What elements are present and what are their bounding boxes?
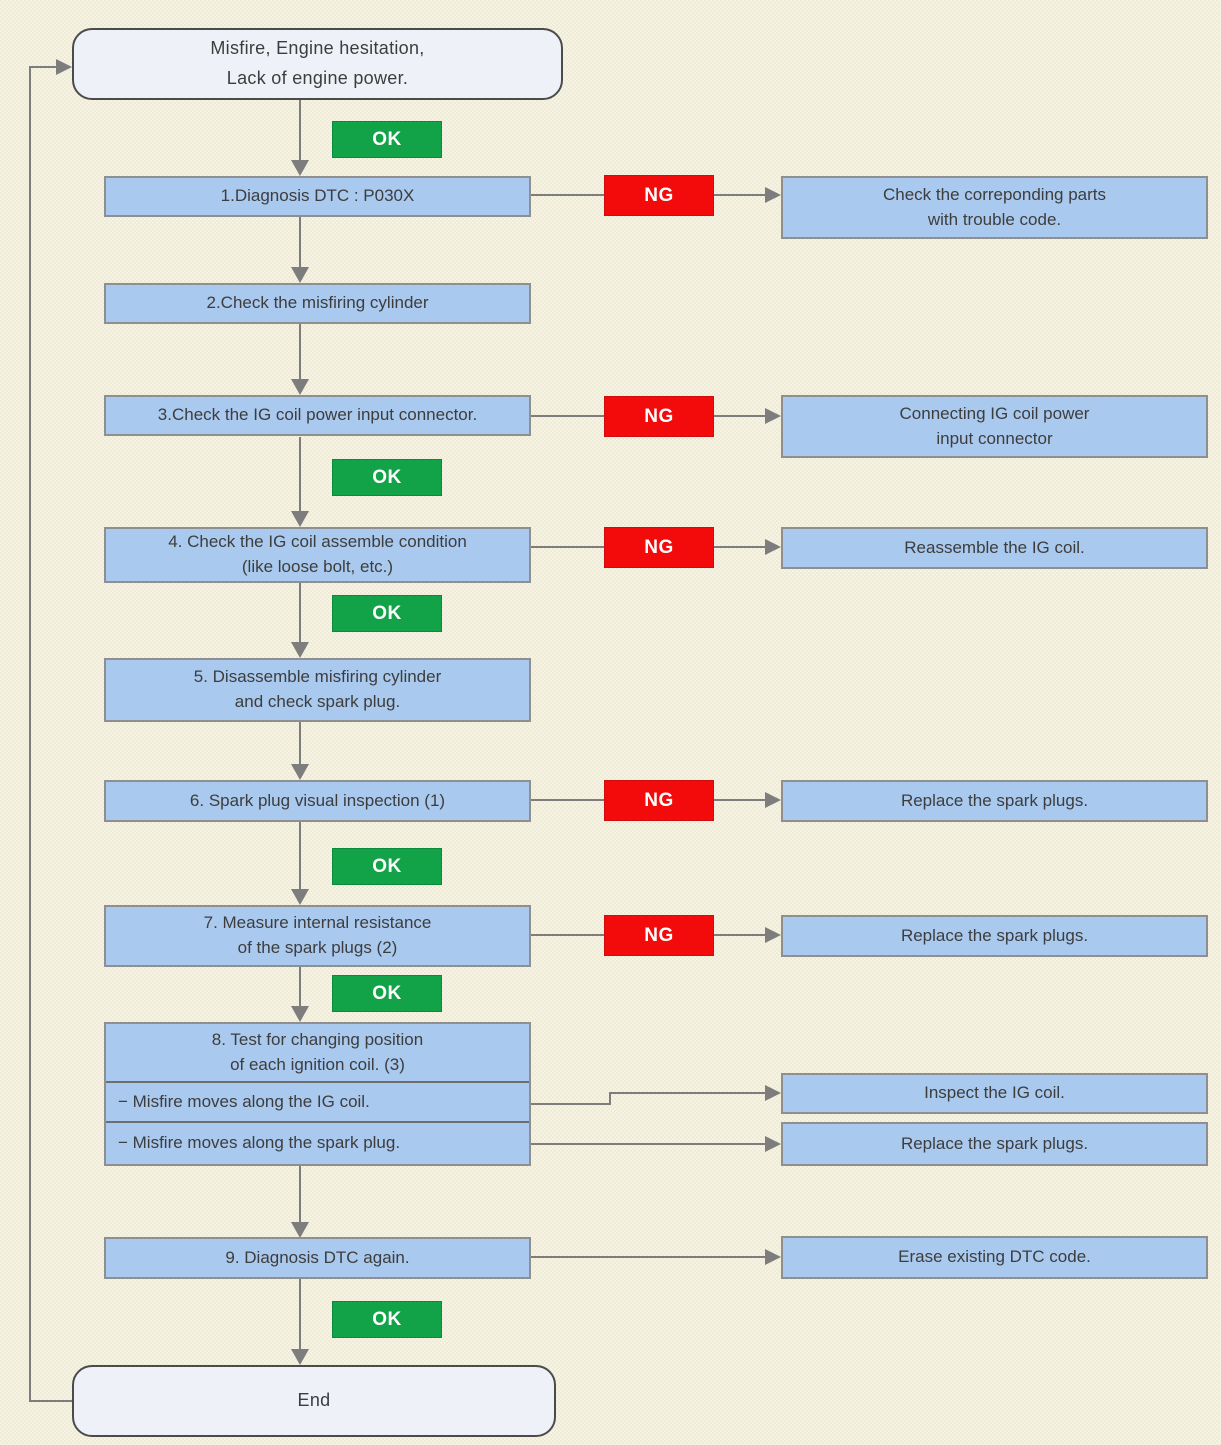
process-step-9: 9. Diagnosis DTC again. [104, 1237, 531, 1279]
connector-line [714, 415, 765, 417]
process-step-8: 8. Test for changing position of each ig… [104, 1022, 531, 1166]
process-step-7: 7. Measure internal resistance of the sp… [104, 905, 531, 967]
arrowhead-right-icon [765, 408, 781, 424]
connector-line [714, 194, 765, 196]
connector-line [299, 1166, 301, 1224]
arrowhead-down-icon [291, 267, 309, 283]
action-reassemble-ig-coil: Reassemble the IG coil. [781, 527, 1208, 569]
arrowhead-down-icon [291, 642, 309, 658]
action-connect-ig-coil-power: Connecting IG coil power input connector [781, 395, 1208, 458]
arrowhead-down-icon [291, 511, 309, 527]
action-replace-spark-plugs-1: Replace the spark plugs. [781, 780, 1208, 822]
arrowhead-right-icon [765, 1136, 781, 1152]
arrowhead-down-icon [291, 1222, 309, 1238]
connector-line [299, 967, 301, 1008]
ok-badge-step3: OK [332, 459, 442, 496]
connector-line [299, 1279, 301, 1351]
arrowhead-down-icon [291, 1006, 309, 1022]
ok-badge-step4: OK [332, 595, 442, 632]
ng-badge-step7: NG [604, 915, 714, 956]
arrowhead-down-icon [291, 379, 309, 395]
process-step-5: 5. Disassemble misfiring cylinder and ch… [104, 658, 531, 722]
process-step-6: 6. Spark plug visual inspection (1) [104, 780, 531, 822]
connector-line [299, 583, 301, 644]
ok-badge-start: OK [332, 121, 442, 158]
connector-line [609, 1092, 611, 1105]
connector-line [531, 1143, 765, 1145]
arrowhead-right-icon [765, 792, 781, 808]
process-step-3: 3.Check the IG coil power input connecto… [104, 395, 531, 436]
connector-line [531, 1256, 765, 1258]
arrowhead-right-icon [765, 539, 781, 555]
connector-line [299, 437, 301, 513]
connector-line [299, 100, 301, 162]
step-8-case-spark-plug: − Misfire moves along the spark plug. [118, 1133, 401, 1153]
connector-line [531, 799, 604, 801]
action-replace-spark-plugs-2: Replace the spark plugs. [781, 915, 1208, 957]
arrowhead-down-icon [291, 1349, 309, 1365]
loop-connector-line [29, 1400, 72, 1402]
connector-line [531, 415, 604, 417]
connector-line [714, 934, 765, 936]
connector-line [531, 934, 604, 936]
connector-line [714, 546, 765, 548]
arrowhead-down-icon [291, 160, 309, 176]
connector-line [299, 722, 301, 766]
arrowhead-right-icon [765, 927, 781, 943]
step-8-case-ig-coil: − Misfire moves along the IG coil. [106, 1083, 529, 1123]
ng-badge-step3: NG [604, 396, 714, 437]
loop-connector-line [29, 66, 57, 68]
action-replace-spark-plugs-3: Replace the spark plugs. [781, 1122, 1208, 1166]
connector-line [531, 194, 604, 196]
loop-connector-line [29, 66, 31, 1402]
connector-line [609, 1092, 765, 1094]
end-terminal: End [72, 1365, 556, 1437]
action-erase-dtc-code: Erase existing DTC code. [781, 1236, 1208, 1279]
connector-line [531, 546, 604, 548]
connector-line [714, 799, 765, 801]
ng-badge-step4: NG [604, 527, 714, 568]
action-inspect-ig-coil: Inspect the IG coil. [781, 1073, 1208, 1114]
start-terminal: Misfire, Engine hesitation, Lack of engi… [72, 28, 563, 100]
process-step-2: 2.Check the misfiring cylinder [104, 283, 531, 324]
ng-badge-step1: NG [604, 175, 714, 216]
connector-line [299, 323, 301, 381]
arrowhead-right-icon [56, 59, 72, 75]
ok-badge-step6: OK [332, 848, 442, 885]
connector-line [299, 822, 301, 891]
arrowhead-right-icon [765, 187, 781, 203]
process-step-1: 1.Diagnosis DTC : P030X [104, 176, 531, 217]
ok-badge-step9: OK [332, 1301, 442, 1338]
connector-line [299, 216, 301, 269]
ok-badge-step7: OK [332, 975, 442, 1012]
process-step-4: 4. Check the IG coil assemble condition … [104, 527, 531, 583]
ng-badge-step6: NG [604, 780, 714, 821]
arrowhead-right-icon [765, 1085, 781, 1101]
arrowhead-down-icon [291, 889, 309, 905]
arrowhead-right-icon [765, 1249, 781, 1265]
arrowhead-down-icon [291, 764, 309, 780]
action-check-corresponding-parts: Check the correponding parts with troubl… [781, 176, 1208, 239]
step-8-header: 8. Test for changing position of each ig… [106, 1024, 529, 1083]
connector-line [531, 1103, 611, 1105]
